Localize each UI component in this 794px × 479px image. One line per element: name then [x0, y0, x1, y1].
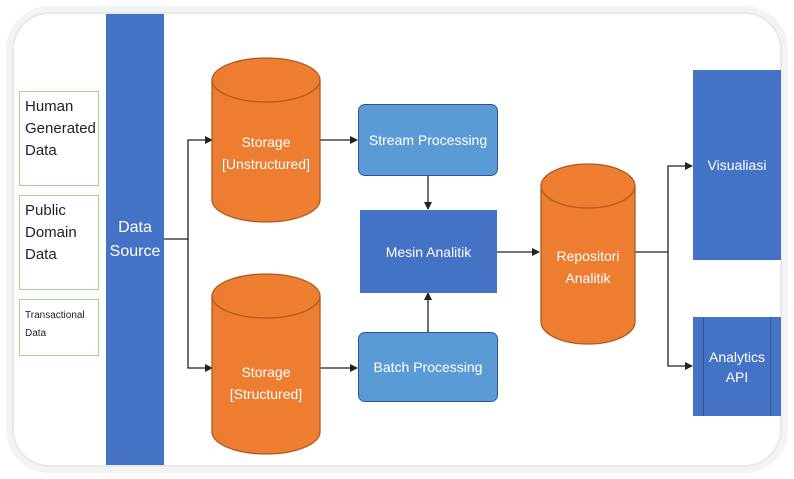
connector-source-storage-structured	[187, 239, 213, 372]
storage-structured-cylinder	[211, 273, 321, 455]
stream-processing-box: Stream Processing	[358, 104, 498, 176]
visualization-box: Visualiasi	[693, 70, 781, 260]
source-label: Data	[25, 328, 47, 339]
batch-processing-box: Batch Processing	[358, 332, 498, 402]
source-transactional: Transactional Data	[19, 299, 99, 356]
batch-processing-label: Batch Processing	[373, 359, 483, 375]
repository-label: Repositori Analitik	[541, 232, 635, 302]
analytics-api-box: Analytics API	[693, 317, 781, 416]
connector-source-storage-unstructured	[164, 136, 213, 240]
source-label: Human	[25, 98, 74, 115]
cylinder-text: [Unstructured]	[222, 156, 310, 172]
data-source-label: Data Source	[109, 218, 161, 260]
cylinder-text: [Structured]	[229, 386, 303, 402]
source-label: Data	[25, 142, 57, 159]
stream-processing-label: Stream Processing	[368, 132, 488, 148]
api-label: Analytics	[708, 348, 766, 365]
storage-unstructured-label: Storage [Unstructured]	[212, 118, 320, 188]
source-label: Transactional	[25, 310, 85, 321]
source-label: Data	[25, 246, 57, 263]
api-label: API	[725, 368, 749, 385]
connector-repository-api	[667, 252, 693, 370]
repository-cylinder	[540, 163, 636, 345]
visualization-label: Visualiasi	[707, 157, 767, 173]
analytics-engine-box: Mesin Analitik	[360, 210, 497, 293]
cylinder-text: Storage	[241, 364, 291, 380]
source-label: Generated	[25, 120, 96, 137]
source-label: Domain	[25, 224, 77, 241]
cylinder-text: Storage	[241, 134, 291, 150]
api-right-line	[770, 317, 771, 416]
api-left-line	[703, 317, 704, 416]
analytics-engine-label: Mesin Analitik	[385, 243, 472, 260]
cylinder-text: Analitik	[565, 270, 611, 286]
connector-repository-visualization	[634, 162, 693, 253]
storage-unstructured-cylinder	[211, 57, 321, 223]
cylinder-text: Repositori	[556, 248, 620, 264]
storage-structured-label: Storage [Structured]	[212, 348, 320, 418]
source-human-generated: Human Generated Data	[19, 91, 99, 186]
data-source-bar: Data Source	[106, 14, 164, 465]
source-label: Public	[25, 202, 66, 219]
source-public-domain: Public Domain Data	[19, 195, 99, 290]
